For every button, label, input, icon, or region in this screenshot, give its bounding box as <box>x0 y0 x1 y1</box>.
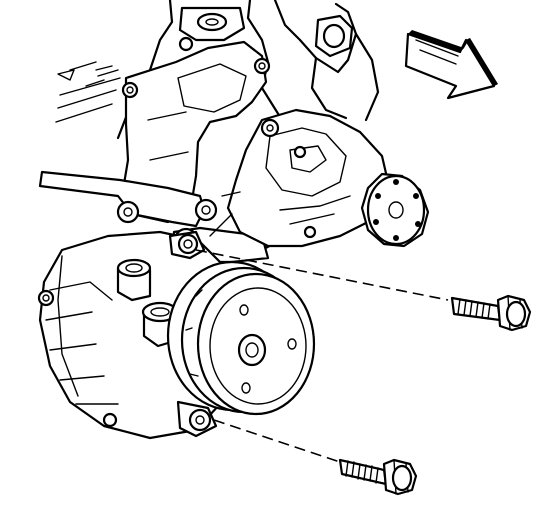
water-pump-hub <box>360 172 430 248</box>
bolt-leader-lines <box>195 249 449 463</box>
lower-bolt <box>338 458 418 496</box>
engine-block <box>55 0 380 140</box>
water-pump-housing <box>209 108 390 248</box>
upper-bolt <box>450 294 532 332</box>
direction-arrow <box>404 30 498 100</box>
compressor-pulley <box>166 260 316 416</box>
